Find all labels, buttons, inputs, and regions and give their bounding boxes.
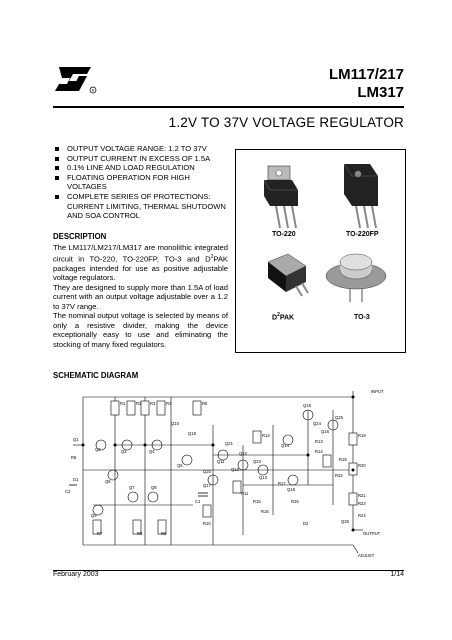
schematic-label: OUTPUT [363,531,381,536]
d2pak-package-image [267,253,309,297]
schematic-label: Q11 [217,459,225,464]
schematic-label: Q4 [149,449,155,454]
package-illustrations [263,163,387,302]
schematic-label: R16 [261,509,269,514]
schematic-label: C2 [65,489,71,494]
svg-text:R: R [92,88,95,93]
schematic-label: Q18 [287,487,296,492]
schematic-label: R23 [358,501,366,506]
to220fp-package-image [343,163,378,229]
page-footer: February 2003 1/14 [53,570,404,578]
feature-item: FLOATING OPERATION FOR HIGH VOLTAGES [53,173,228,192]
feature-item: 0.1% LINE AND LOAD REGULATION [53,163,228,173]
footer-date: February 2003 [53,571,99,578]
package-label-to3: TO-3 [354,314,370,321]
schematic-label: ADJUST [358,553,375,558]
schematic-label: Q1 [73,437,79,442]
schematic-label: R21 [358,493,366,498]
schematic-label: R3 [150,401,156,406]
schematic-label: R10 [203,521,211,526]
to220-package-image [263,165,298,229]
package-label-to220: TO-220 [272,231,296,238]
schematic-label: Q13 [259,475,268,480]
schematic-label: R8 [137,531,143,536]
description-paragraph-2: They are designed to supply more than 1.… [53,282,228,311]
schematic-label: R12 [262,433,270,438]
schematic-label: Q15 [303,403,312,408]
schematic-label: Q21 [225,441,234,446]
schematic-label: C1 [195,499,201,504]
footer-page-number: 1/14 [390,571,404,578]
header-rule [53,106,404,108]
schematic-label: Q14 [281,443,290,448]
package-label-d2pak: D2PAK [272,312,295,322]
schematic-label: Q9 [91,513,97,518]
document-title: 1.2V TO 37V VOLTAGE REGULATOR [168,115,404,130]
schematic-label: R7 [97,531,103,536]
schematic-label: Q16 [321,429,330,434]
schematic-label: Q26 [341,519,350,524]
package-label-to220fp: TO-220FP [346,231,379,238]
schematic-label: R22 [335,473,343,478]
schematic-label: R4 [166,401,172,406]
schematic-label: Q12 [231,467,240,472]
description-body: The LM117/LM217/LM317 are monolithic int… [53,243,228,349]
schematic-label: D1 [73,477,79,482]
package-box: TO-220 TO-220FP D2PAK TO-3 [235,149,406,353]
to3-package-image [325,253,387,302]
description-paragraph-1: The LM117/LM217/LM317 are monolithic int… [53,243,228,283]
schematic-label: R25 [291,499,299,504]
schematic-label: Q22 [239,451,248,456]
schematic-label: R19 [358,433,366,438]
schematic-label: Q5 [177,463,183,468]
schematic-label: R5 [202,401,208,406]
schematic-label: R9 [161,531,167,536]
schematic-label: R1 [120,401,126,406]
feature-item: OUTPUT VOLTAGE RANGE: 1.2 TO 37V [53,144,228,154]
schematic-label: R24 [358,513,366,518]
schematic-label: D2 [303,521,309,526]
schematic-label: R6 [71,455,77,460]
schematic-label: Q10 [171,421,180,426]
schematic-label: Q2 [95,447,101,452]
schematic-label: Q6 [105,479,111,484]
schematic-label: R13 [315,439,323,444]
feature-list: OUTPUT VOLTAGE RANGE: 1.2 TO 37V OUTPUT … [53,144,228,221]
schematic-label: Q17 [203,483,212,488]
schematic-label: R20 [358,463,366,468]
schematic-label: Q8 [151,485,157,490]
schematic-label: R17 [278,481,286,486]
feature-item: COMPLETE SERIES OF PROTECTIONS: CURRENT … [53,192,228,221]
schematic-label: Q25 [335,415,344,420]
schematic-label: R11 [241,491,249,496]
schematic-label: Q7 [129,485,135,490]
schematic-label: Q3 [121,449,127,454]
schematic-label: R14 [315,449,323,454]
description-heading: DESCRIPTION [53,232,107,241]
schematic-label: Q20 [203,469,212,474]
schematic-label: R2 [136,401,142,406]
schematic-heading: SCHEMATIC DIAGRAM [53,371,139,380]
st-logo: R [55,67,97,94]
schematic-label: Q19 [188,431,197,436]
part-number-line1: LM117/217 [328,66,404,83]
schematic-label: Q23 [253,459,262,464]
schematic-label: R15 [253,499,261,504]
feature-item: OUTPUT CURRENT IN EXCESS OF 1.5A [53,154,228,164]
schematic-label: INPUT [371,389,384,394]
schematic-label: R18 [339,457,347,462]
part-number-line2: LM317 [357,84,404,101]
schematic-label: Q24 [313,421,322,426]
description-paragraph-3: The nominal output voltage is selected b… [53,311,228,349]
